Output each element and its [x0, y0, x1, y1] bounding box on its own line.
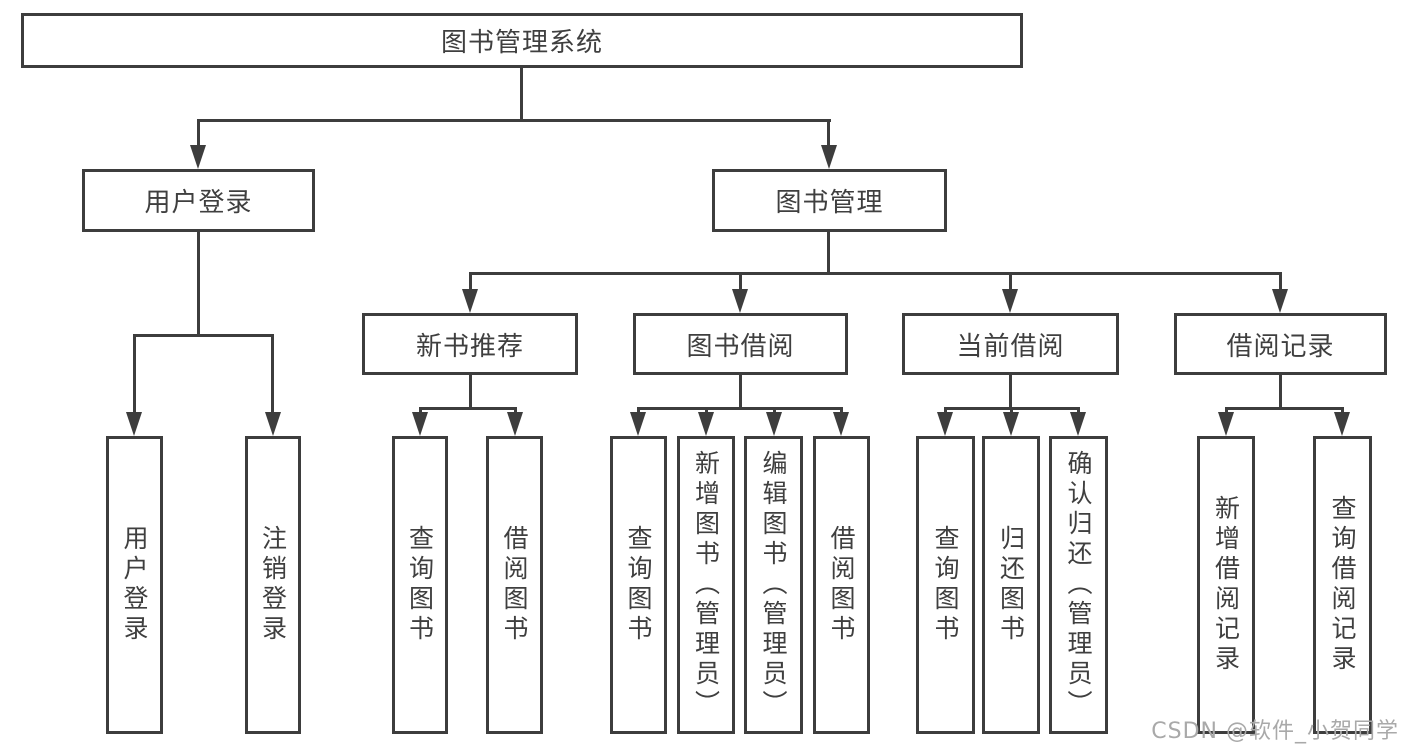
node-leaf-return-books: 归还图书: [982, 436, 1040, 734]
arrow-down-icon: [265, 412, 281, 436]
node-leaf-query-books-3: 查询图书: [916, 436, 975, 734]
arrow-down-icon: [1070, 412, 1086, 436]
node-leaf-logout: 注销登录: [245, 436, 301, 734]
connector: [1279, 272, 1282, 294]
connector: [1009, 272, 1012, 294]
arrow-down-icon: [821, 145, 837, 169]
node-current-borrow: 当前借阅: [902, 313, 1119, 375]
node-root: 图书管理系统: [21, 13, 1023, 68]
node-book-management: 图书管理: [712, 169, 947, 232]
arrow-down-icon: [126, 412, 142, 436]
arrow-down-icon: [698, 412, 714, 436]
node-leaf-borrow-books-1: 借阅图书: [486, 436, 543, 734]
connector: [469, 272, 1282, 275]
node-leaf-borrow-books-2: 借阅图书: [813, 436, 870, 734]
arrow-down-icon: [630, 412, 646, 436]
arrow-down-icon: [937, 412, 953, 436]
connector: [739, 272, 742, 294]
connector: [469, 272, 472, 294]
arrow-down-icon: [190, 145, 206, 169]
node-new-book-recommend: 新书推荐: [362, 313, 578, 375]
connector: [133, 334, 274, 337]
node-borrow-records: 借阅记录: [1174, 313, 1387, 375]
node-user-login: 用户登录: [82, 169, 315, 232]
arrow-down-icon: [1002, 289, 1018, 313]
node-leaf-confirm-return-admin: 确认归还（管理员）: [1049, 436, 1108, 734]
connector: [197, 119, 200, 151]
connector: [827, 232, 830, 275]
connector: [827, 119, 830, 151]
connector: [133, 334, 136, 416]
connector: [197, 232, 200, 337]
connector: [1279, 375, 1282, 410]
node-leaf-query-books-1: 查询图书: [392, 436, 448, 734]
node-leaf-query-books-2: 查询图书: [610, 436, 667, 734]
connector: [1225, 407, 1343, 410]
arrow-down-icon: [1334, 412, 1350, 436]
arrow-down-icon: [732, 289, 748, 313]
node-leaf-query-borrow-record: 查询借阅记录: [1313, 436, 1372, 734]
arrow-down-icon: [766, 412, 782, 436]
arrow-down-icon: [507, 412, 523, 436]
arrow-down-icon: [462, 289, 478, 313]
node-leaf-user-login: 用户登录: [106, 436, 163, 734]
arrow-down-icon: [1218, 412, 1234, 436]
arrow-down-icon: [833, 412, 849, 436]
arrow-down-icon: [1003, 412, 1019, 436]
connector: [1009, 375, 1012, 410]
node-leaf-edit-books-admin: 编辑图书（管理员）: [744, 436, 803, 734]
connector: [739, 375, 742, 410]
node-leaf-add-borrow-record: 新增借阅记录: [1197, 436, 1255, 734]
node-book-borrow: 图书借阅: [633, 313, 848, 375]
connector: [271, 334, 274, 416]
arrow-down-icon: [1272, 289, 1288, 313]
node-leaf-add-books-admin: 新增图书（管理员）: [677, 436, 735, 734]
connector: [197, 119, 831, 122]
connector: [637, 407, 842, 410]
connector: [469, 375, 472, 410]
connector: [419, 407, 517, 410]
arrow-down-icon: [412, 412, 428, 436]
csdn-watermark: CSDN @软件_小贺同学: [1151, 719, 1399, 744]
connector: [520, 68, 523, 121]
